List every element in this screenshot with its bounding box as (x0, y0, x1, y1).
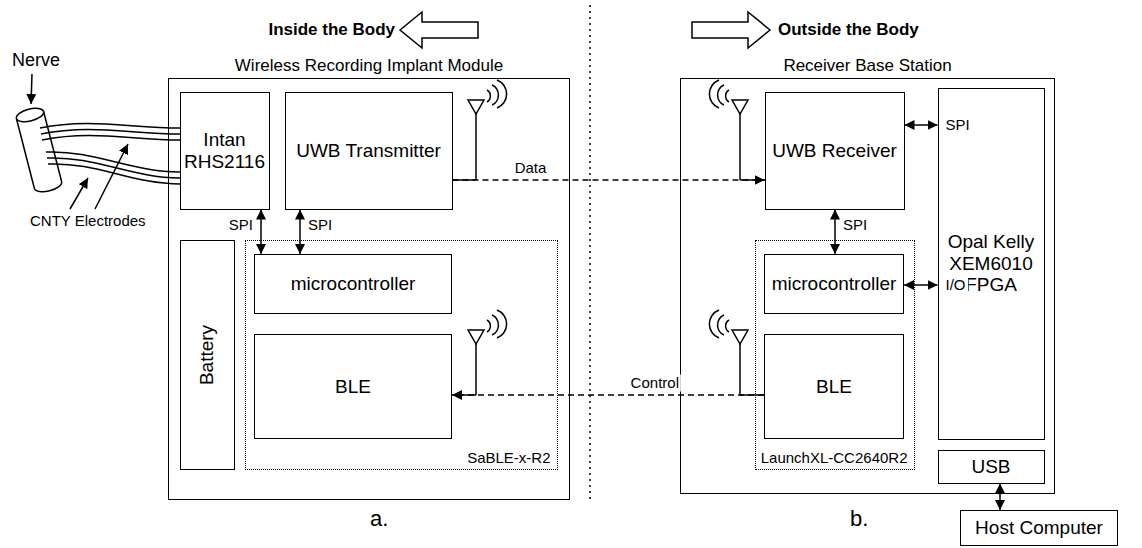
radio-waves (709, 80, 729, 108)
nerve-end (15, 106, 45, 124)
antenna-symbol (732, 330, 748, 344)
electrode-wire (48, 164, 180, 184)
bus-arrow (299, 210, 301, 255)
electrode-wire (40, 124, 180, 128)
node-text: BLE (813, 376, 855, 398)
leader-arrow (70, 178, 88, 209)
electrode-wire (47, 158, 180, 178)
transmitter-box: UWB Transmitter (285, 92, 453, 210)
fpga-box: Opal Kelly XEM6010 FPGA (938, 88, 1045, 440)
antenna-stem (475, 114, 477, 180)
signal-label: SPI (841, 217, 869, 234)
node-text: Battery (196, 321, 218, 387)
antenna-stem (475, 344, 477, 395)
bus-arrow (904, 284, 938, 286)
bus-arrow (905, 124, 938, 126)
part-label: CNTY Electrodes (30, 212, 146, 229)
bus-arrow (999, 484, 1001, 511)
processor-box: microcontroller (254, 254, 452, 314)
antenna-symbol (468, 100, 484, 114)
signal-label: SPI (227, 217, 255, 234)
node-text: Host Computer (972, 517, 1106, 539)
usb-box: USB (938, 450, 1045, 484)
panel-label: a. (370, 506, 388, 532)
node-text: USB (968, 456, 1013, 478)
panel-label: b. (850, 506, 868, 532)
module-group: microcontrollerBLE SaBLE-x-R2 (245, 240, 558, 470)
battery-box: Battery (180, 240, 235, 470)
region-label: Outside the Body (778, 20, 919, 40)
antenna-stem (739, 114, 741, 180)
computer-box: Host Computer (960, 510, 1118, 546)
antenna-symbol (468, 330, 484, 344)
node-text: LaunchXL-CC2640R2 (761, 449, 908, 466)
node-text: SaBLE-x-R2 (467, 449, 550, 466)
signal-label: SPI (306, 217, 334, 234)
electrode-wire (46, 152, 180, 172)
receiver-box: UWB Receiver (765, 92, 905, 210)
bus-arrow (260, 210, 262, 255)
board-group: microcontrollerBLE LaunchXL-CC2640R2 (755, 240, 915, 470)
signal-label: SPI (944, 117, 972, 134)
wireless-link (453, 179, 765, 181)
node-text: Wireless Recording Implant Module (129, 56, 609, 76)
region-label: Inside the Body (268, 20, 395, 40)
leader-arrow (31, 74, 32, 104)
body-boundary (589, 5, 591, 500)
hollow-arrow (692, 12, 770, 48)
part-label: Nerve (12, 50, 60, 71)
leader-arrow (95, 144, 128, 209)
node-text: Intan RHS2116 (181, 129, 269, 173)
antenna-symbol (732, 100, 748, 114)
wireless-link (452, 394, 764, 396)
module-frame: Intan RHS2116 UWB TransmitterBattery micro… (168, 78, 570, 500)
node-text: Receiver Base Station (641, 56, 1094, 76)
radio-waves (487, 80, 507, 108)
node-text: microcontroller (769, 273, 900, 295)
node-text: BLE (332, 376, 374, 398)
node-text: UWB Receiver (769, 140, 900, 162)
node-text: UWB Transmitter (293, 140, 444, 162)
electrode-wire (42, 136, 180, 140)
connector-layer (261, 125, 1000, 510)
node-text: microcontroller (288, 273, 419, 295)
chip-box: Intan RHS2116 (180, 92, 270, 210)
signal-label: I/O (944, 277, 968, 294)
electrode-wire (41, 130, 180, 134)
hollow-arrow (400, 12, 478, 48)
signal-label: Data (513, 160, 549, 177)
antenna-stem (739, 344, 741, 395)
signal-label: Control (629, 375, 681, 392)
radio-box: BLE (254, 334, 452, 439)
processor-box: microcontroller (764, 254, 904, 314)
radio-waves (487, 310, 507, 338)
station-frame: UWB ReceiverOpal Kelly XEM6010 FPGAmicro… (680, 78, 1055, 494)
bus-arrow (834, 210, 836, 255)
radio-box: BLE (764, 334, 904, 439)
radio-waves (709, 310, 729, 338)
